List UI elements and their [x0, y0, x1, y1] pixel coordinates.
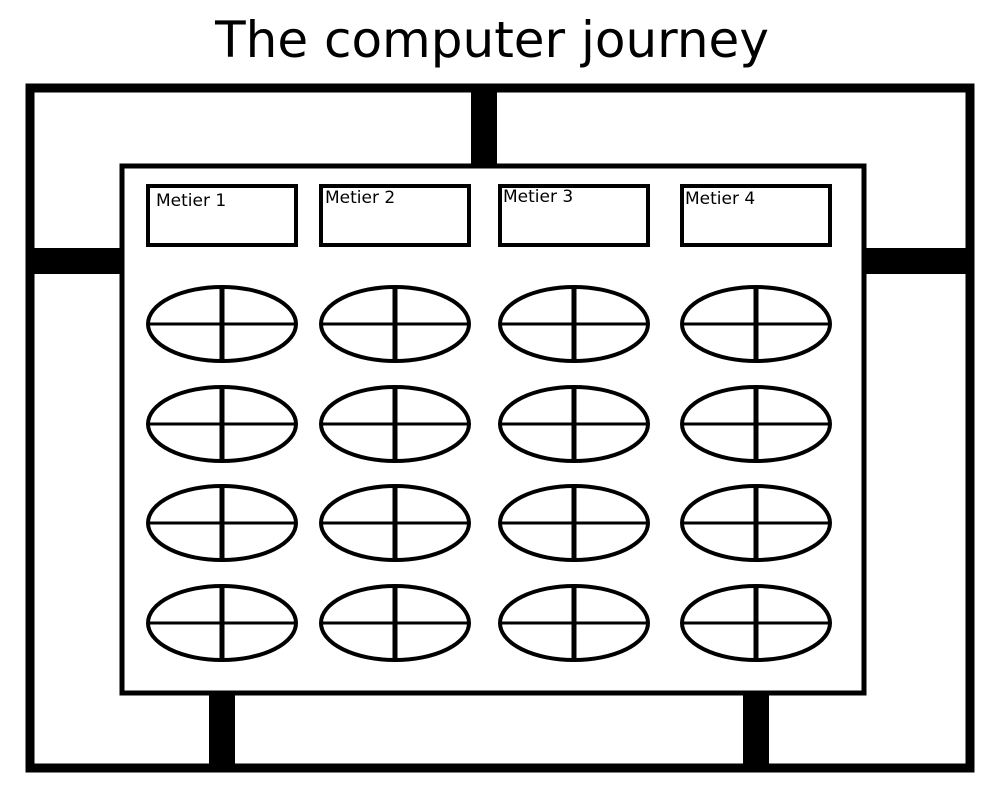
metier-header-box[interactable]: Metier 4: [680, 184, 832, 247]
metier-label: Metier 4: [685, 189, 755, 209]
frame-bar-bottom-right: [743, 693, 769, 768]
metier-header-border: [319, 184, 471, 247]
metier-column: Metier 2: [319, 184, 471, 662]
metier-columns: Metier 1 Metier 2 Metier 3 Metier 4: [146, 184, 832, 662]
circled-cross-icon[interactable]: [146, 385, 298, 463]
circled-cross-icon[interactable]: [498, 484, 650, 562]
metier-header-box[interactable]: Metier 3: [498, 184, 650, 247]
metier-header-border: [146, 184, 298, 247]
metier-header-box[interactable]: Metier 1: [146, 184, 298, 247]
circled-cross-icon[interactable]: [319, 484, 471, 562]
metier-label: Metier 1: [156, 191, 226, 211]
outer-frame-border: [25, 83, 975, 773]
metier-label: Metier 2: [325, 188, 395, 208]
circled-cross-icon[interactable]: [498, 285, 650, 363]
circled-cross-icon[interactable]: [319, 584, 471, 662]
page-title: The computer journey: [215, 11, 769, 69]
frame-bar-left: [30, 248, 122, 274]
metier-header-border: [680, 184, 832, 247]
circled-cross-icon[interactable]: [498, 385, 650, 463]
circled-cross-icon[interactable]: [680, 285, 832, 363]
circled-cross-icon[interactable]: [680, 584, 832, 662]
circled-cross-icon[interactable]: [319, 285, 471, 363]
metier-column: Metier 3: [498, 184, 650, 662]
metier-header-border: [498, 184, 650, 247]
circled-cross-icon[interactable]: [146, 484, 298, 562]
circled-cross-icon[interactable]: [498, 584, 650, 662]
circled-cross-icon[interactable]: [319, 385, 471, 463]
circled-cross-icon[interactable]: [146, 285, 298, 363]
circled-cross-icon[interactable]: [680, 385, 832, 463]
frame-bar-top: [471, 88, 497, 166]
outer-frame: [25, 83, 975, 773]
frame-bar-bottom-left: [209, 693, 235, 768]
metier-column: Metier 4: [680, 184, 832, 662]
metier-header-box[interactable]: Metier 2: [319, 184, 471, 247]
metier-column: Metier 1: [146, 184, 298, 662]
circled-cross-icon[interactable]: [680, 484, 832, 562]
frame-bar-right: [864, 248, 970, 274]
metier-label: Metier 3: [503, 187, 573, 207]
circled-cross-icon[interactable]: [146, 584, 298, 662]
